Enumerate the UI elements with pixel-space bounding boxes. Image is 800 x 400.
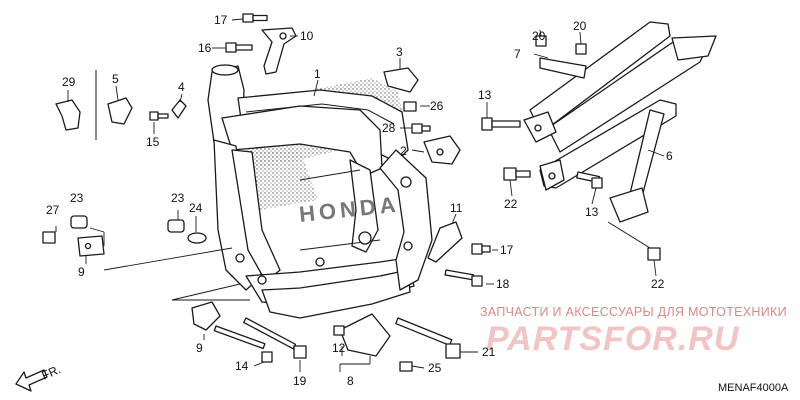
- bolt-13-top: [481, 117, 521, 131]
- callout-24: 24: [189, 201, 203, 215]
- skid-plate-8: [333, 313, 391, 357]
- bolt-28: [411, 123, 431, 134]
- watermark-tagline: ЗАПЧАСТИ И АКСЕССУАРЫ ДЛЯ МОТОТЕХНИКИ: [480, 305, 787, 319]
- bracket-7: [539, 57, 587, 79]
- bolt-16: [225, 42, 253, 53]
- callout-5: 5: [112, 72, 119, 86]
- bolt-20-right: [575, 43, 587, 55]
- bolt-21: [395, 317, 461, 359]
- callout-10: 10: [300, 29, 314, 43]
- bolt-22-left: [503, 167, 531, 181]
- bolt-19: [243, 317, 307, 359]
- leader-lines: [55, 18, 665, 372]
- callout-15: 15: [146, 135, 160, 149]
- callout-22-right: 22: [651, 277, 665, 291]
- clip-4: [171, 99, 187, 119]
- bolt-13-bottom: [576, 171, 603, 189]
- plate-9-left: [77, 235, 105, 257]
- callout-25: 25: [428, 361, 442, 375]
- callout-26: 26: [430, 99, 444, 113]
- nut-27: [42, 231, 56, 244]
- callout-9-left: 9: [78, 265, 85, 279]
- bracket-10: [261, 27, 297, 75]
- bolt-14: [213, 325, 273, 363]
- callout-20-right: 20: [573, 19, 587, 33]
- callout-2: 2: [400, 144, 407, 158]
- washer-24: [187, 232, 207, 244]
- callout-13-top: 13: [478, 88, 492, 102]
- callout-20-left: 20: [532, 29, 546, 43]
- guard-plate-3: [383, 67, 419, 93]
- bolt-15: [149, 111, 169, 121]
- callout-11: 11: [450, 201, 463, 215]
- callout-6: 6: [666, 149, 673, 163]
- callout-labels: 1 2 3 4 5 6 7 8 9 9 10 11 12 13 13 14 15…: [46, 13, 673, 388]
- callout-18: 18: [496, 277, 510, 291]
- bolt-17-top: [242, 13, 268, 23]
- callout-3: 3: [396, 45, 403, 59]
- bracket-5: [107, 97, 133, 125]
- collar-23-left: [70, 215, 88, 229]
- callout-27: 27: [46, 203, 60, 217]
- callout-16: 16: [198, 41, 212, 55]
- front-direction-label: FR.: [40, 362, 63, 383]
- main-frame: [207, 64, 433, 319]
- plate-9-bottom: [191, 301, 221, 331]
- bolt-18: [444, 269, 483, 287]
- callout-28: 28: [382, 121, 396, 135]
- bracket-29: [55, 99, 81, 131]
- bolt-22-right: [647, 247, 661, 261]
- callout-21: 21: [482, 345, 496, 359]
- callout-17-right: 17: [500, 243, 514, 257]
- bolt-25: [399, 361, 413, 372]
- bolt-17-right: [471, 243, 491, 255]
- callout-23-mid: 23: [171, 191, 185, 205]
- diagram-code: MENAF4000A: [718, 382, 789, 394]
- callout-23-left: 23: [70, 191, 84, 205]
- watermark-site: PARTSFOR.RU: [486, 320, 740, 358]
- callout-19: 19: [293, 374, 307, 388]
- callout-4: 4: [178, 80, 185, 94]
- callout-14: 14: [235, 359, 249, 373]
- callout-13-bottom: 13: [585, 205, 599, 219]
- callout-7: 7: [514, 47, 521, 61]
- collar-23-mid: [167, 219, 185, 233]
- callout-9-bottom: 9: [196, 341, 203, 355]
- callout-1: 1: [314, 67, 321, 81]
- nut-26: [403, 101, 417, 112]
- callout-22-left: 22: [504, 197, 518, 211]
- callout-29: 29: [62, 75, 76, 89]
- callout-12: 12: [332, 341, 346, 355]
- callout-17-top: 17: [214, 13, 228, 27]
- rear-subframe: [523, 21, 717, 223]
- bracket-2: [423, 135, 461, 165]
- callout-8: 8: [347, 374, 354, 388]
- front-direction-arrow: FR.: [15, 362, 63, 392]
- link-11: [427, 221, 463, 263]
